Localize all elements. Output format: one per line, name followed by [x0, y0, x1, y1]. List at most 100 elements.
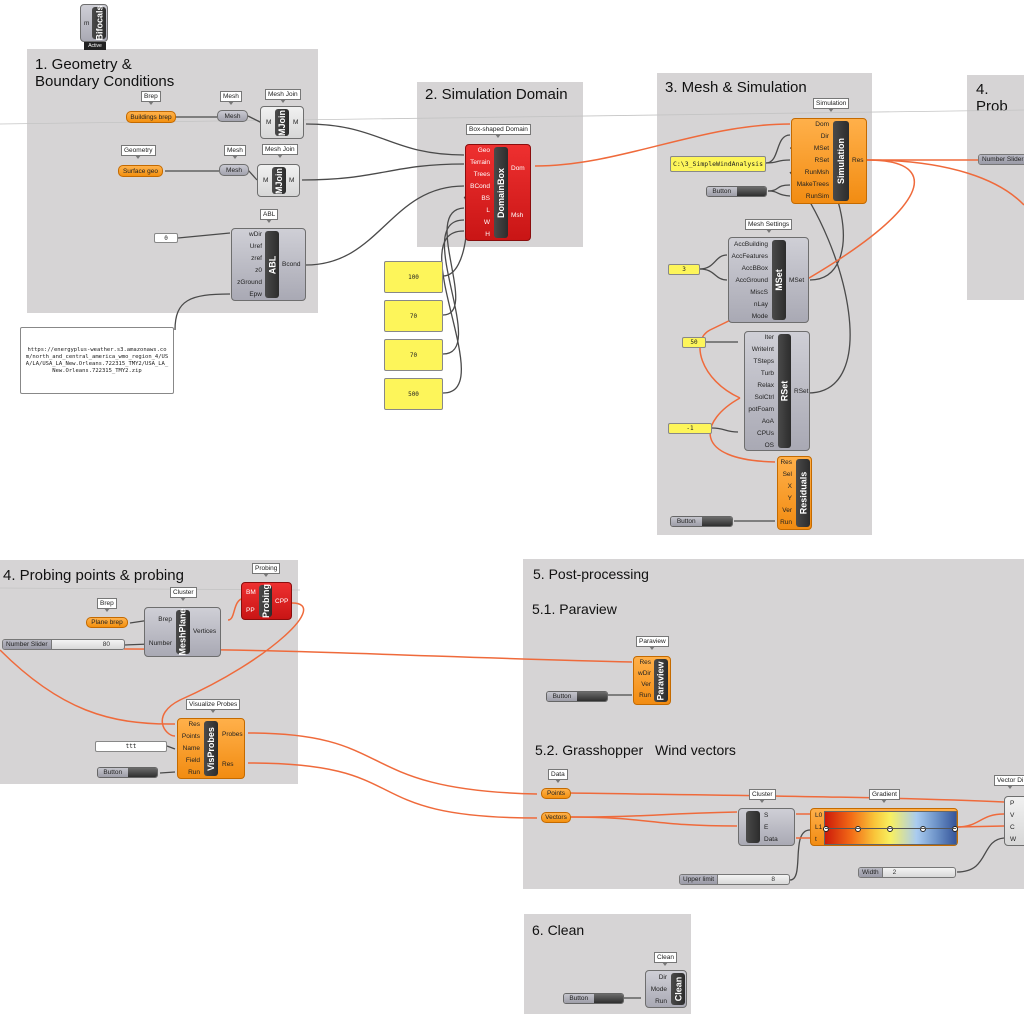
vectors-param[interactable]: Vectors: [541, 812, 571, 823]
port-label: AccFeatures: [731, 253, 769, 260]
group-title: 3. Mesh & Simulation: [665, 79, 807, 96]
port-label: potFoam: [748, 406, 774, 413]
width-panel[interactable]: 70: [384, 300, 443, 332]
port-label: Dom: [815, 121, 829, 128]
port-label: W: [1010, 836, 1017, 843]
simulation-component[interactable]: Dom Dir MSet RSet RunMsh MakeTrees RunSi…: [791, 118, 867, 204]
rset-component[interactable]: Iter WriteInt TSteps Turb Relax SolCtrl …: [744, 331, 810, 451]
upper-limit-slider[interactable]: Upper limit 8: [679, 874, 790, 885]
clean-label: Clean: [654, 952, 677, 966]
port-label: MakeTrees: [796, 181, 829, 188]
gradient-handle[interactable]: [855, 826, 861, 832]
bs-panel[interactable]: 500: [384, 378, 443, 410]
epw-url-panel[interactable]: https://energyplus-weather.s3.amazonaws.…: [20, 327, 174, 394]
residuals-component[interactable]: Res Sel X Y Ver Run Residuals: [777, 456, 812, 530]
number-slider[interactable]: Number Slider 80: [2, 639, 125, 650]
brep-label: Brep: [141, 91, 161, 105]
iterations-panel[interactable]: 50: [682, 337, 706, 348]
geometry-label: Geometry: [121, 145, 156, 159]
port-label: M: [266, 119, 272, 126]
name-panel[interactable]: ttt: [95, 741, 167, 752]
port-label: wDir: [638, 670, 651, 677]
group-title: 2. Simulation Domain: [425, 86, 568, 103]
port-label: Brep: [158, 616, 172, 623]
port-label: Trees: [473, 171, 490, 178]
port-label: L1: [815, 824, 823, 831]
port-label: Res: [222, 761, 234, 768]
port-label: Run: [780, 519, 792, 526]
width-slider[interactable]: Width 2: [858, 867, 956, 878]
mesh-param[interactable]: Mesh: [219, 164, 249, 176]
plane-brep-param[interactable]: Plane brep: [86, 617, 128, 628]
clean-run-button[interactable]: Button: [563, 993, 624, 1004]
port-label: Terrain: [470, 159, 490, 166]
gradient-handle[interactable]: [952, 826, 958, 832]
directory-panel[interactable]: C:\3_SimpleWindAnalysis: [670, 156, 766, 172]
meshplane-cluster-component[interactable]: Brep Number MeshPlane Vertices: [144, 607, 221, 657]
port-label: zref: [251, 255, 262, 262]
cpus-panel[interactable]: -1: [668, 423, 712, 434]
port-label: Y: [787, 495, 792, 502]
gradient-handle[interactable]: [887, 826, 893, 832]
points-param[interactable]: Points: [541, 788, 571, 799]
port-label: Mode: [650, 986, 667, 993]
port-label: RSet: [794, 388, 809, 395]
domainbox-component[interactable]: Geo Terrain Trees BCond BS L W H DomainB…: [465, 144, 531, 241]
group-title: 5. Post-processing: [533, 566, 649, 582]
residuals-run-button[interactable]: Button: [670, 516, 733, 527]
mesh-join-label: Mesh Join: [262, 144, 298, 158]
probing-component[interactable]: BM PP Probing CPP: [241, 582, 292, 620]
paraview-run-button[interactable]: Button: [546, 691, 608, 702]
wire: [441, 230, 465, 394]
port-label: Res: [639, 659, 651, 666]
probing-label: Probing: [252, 563, 281, 577]
gradient-component[interactable]: L0 L1 t: [810, 808, 958, 846]
port-label: OS: [764, 442, 774, 449]
port-label: RunMsh: [804, 169, 829, 176]
gradient-bar[interactable]: [823, 811, 958, 845]
port-label: nLay: [753, 301, 768, 308]
port-label: H: [485, 231, 490, 238]
run-mesh-button[interactable]: Button: [706, 186, 767, 197]
button-bar: [127, 768, 157, 777]
surface-geo-param[interactable]: Surface geo: [118, 165, 163, 177]
visprobes-run-button[interactable]: Button: [97, 767, 158, 778]
buildings-brep-param[interactable]: Buildings brep: [126, 111, 176, 123]
wdir-panel[interactable]: 0: [154, 233, 178, 243]
subgroup-title-grasshopper: 5.2. Grasshopper: [535, 742, 644, 758]
mesh-join-component[interactable]: M MJoin M: [257, 164, 300, 197]
mesh-join-component[interactable]: M MJoin M: [260, 106, 304, 139]
port-label: zGround: [237, 279, 262, 286]
abl-component[interactable]: wDir Uref zref z0 zGround Epw ABL Bcond: [231, 228, 306, 301]
button-bar: [577, 692, 607, 701]
length-panel[interactable]: 100: [384, 261, 443, 293]
bifocals-component[interactable]: m Bifocals: [80, 4, 108, 42]
button-label: Button: [98, 768, 128, 777]
mset-component[interactable]: AccBuilding AccFeatures AccBBox AccGroun…: [728, 237, 809, 323]
height-panel[interactable]: 70: [384, 339, 443, 371]
port-label: Res: [188, 721, 200, 728]
component-core: MJoin: [275, 109, 289, 136]
clean-component[interactable]: Dir Mode Run Clean: [645, 970, 687, 1008]
vector-display-component[interactable]: P V C W: [1004, 796, 1024, 846]
mesh-accuracy-panel[interactable]: 3: [668, 264, 700, 275]
button-label: Button: [547, 692, 577, 701]
component-core: Clean: [671, 973, 685, 1005]
component-core: Residuals: [796, 459, 810, 527]
gradient-handle[interactable]: [920, 826, 926, 832]
port-label: Name: [182, 745, 200, 752]
mesh-param[interactable]: Mesh: [217, 110, 248, 122]
paraview-component[interactable]: Res wDir Ver Run Paraview: [633, 656, 671, 705]
visprobes-component[interactable]: Res Points Name Field Run VisProbes Prob…: [177, 718, 245, 779]
port-label: M: [293, 119, 299, 126]
port-label: Number: [148, 640, 172, 647]
cluster-component[interactable]: S E Data: [738, 808, 795, 846]
component-core: Simulation: [833, 121, 849, 201]
group-probing-top[interactable]: 4. Prob: [967, 75, 1024, 300]
number-slider[interactable]: Number Slider: [978, 154, 1024, 165]
gradient-handle[interactable]: [823, 826, 829, 832]
component-core: DomainBox: [494, 147, 508, 238]
button-bar: [736, 187, 766, 196]
slider-label: Number Slider: [979, 155, 1024, 164]
group-title: 4. Probing points & probing: [3, 567, 184, 584]
